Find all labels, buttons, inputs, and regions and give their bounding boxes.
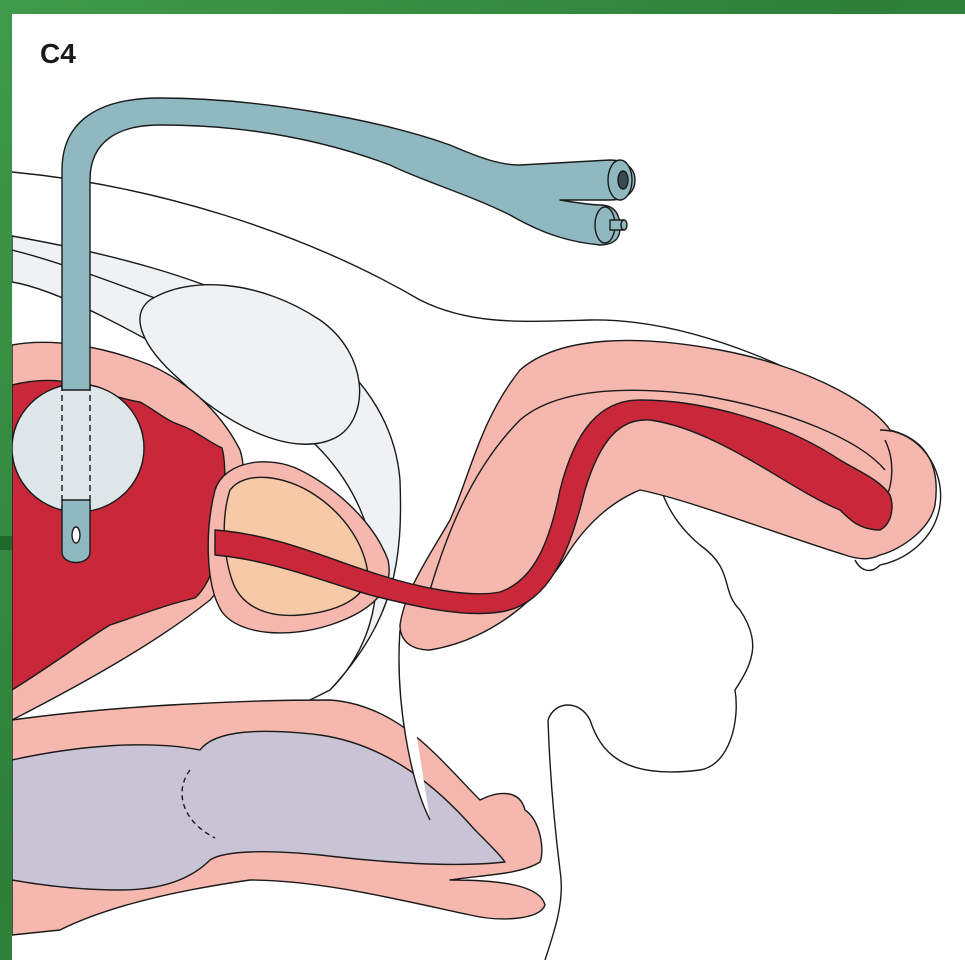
catheter-valve-end	[621, 220, 627, 230]
perineal-skin	[545, 720, 561, 960]
catheter-drainage-lumen	[618, 171, 628, 189]
urinary-catheter-diagram	[12, 14, 965, 960]
panel-label: C4	[40, 38, 76, 70]
anatomy-figure-panel: C4	[12, 14, 965, 960]
catheter-balloon	[12, 384, 144, 512]
catheter-eyelet	[72, 527, 80, 543]
catheter-tube	[62, 98, 635, 390]
